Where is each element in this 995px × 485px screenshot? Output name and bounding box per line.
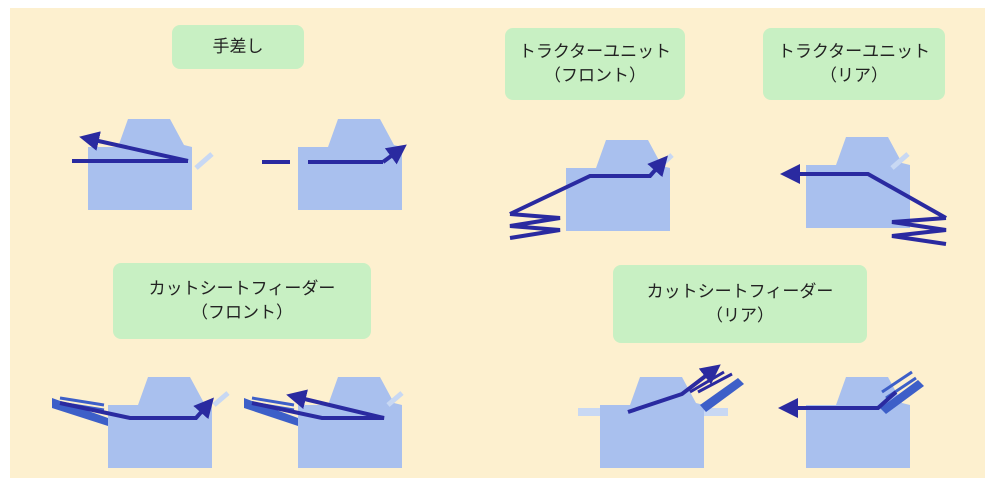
label-tractor-rear-line2: （リア）	[820, 66, 888, 86]
label-manual-feed-line1: 手差し	[212, 37, 264, 57]
printer-body-icon	[578, 377, 728, 468]
printer-tractor-rear	[780, 137, 947, 246]
label-manual-feed: 手差し	[172, 25, 304, 69]
paper-path-icon	[59, 397, 214, 420]
paper-path-icon	[627, 364, 733, 414]
label-tractor-front-line2: （フロント）	[544, 66, 646, 86]
printer-body-icon	[298, 119, 402, 210]
label-tractor-front-line1: トラクターユニット	[518, 42, 672, 62]
printer-sheet-feeder-rear-1	[578, 364, 744, 468]
printer-body-icon	[566, 140, 674, 231]
label-tractor-rear: トラクターユニット （リア）	[763, 28, 945, 100]
label-sheet-feeder-front-line2: （フロント）	[191, 303, 293, 323]
paper-path-icon	[780, 164, 947, 246]
label-sheet-feeder-front: カットシートフィーダー （フロント）	[113, 263, 371, 339]
paper-path-icon	[262, 144, 407, 165]
label-tractor-rear-line1: トラクターユニット	[777, 42, 931, 62]
paper-path-icon	[778, 390, 898, 418]
printer-manual-feed-rear	[262, 119, 407, 210]
printer-manual-feed-front	[72, 119, 214, 210]
printer-body-icon	[88, 119, 214, 210]
printer-tractor-front	[509, 140, 674, 240]
printer-sheet-feeder-front-2	[244, 377, 404, 468]
label-sheet-feeder-front-line1: カットシートフィーダー	[148, 279, 336, 299]
printer-body-icon	[806, 137, 910, 228]
printer-body-icon	[108, 377, 230, 468]
label-sheet-feeder-rear-line1: カットシートフィーダー	[646, 282, 834, 302]
paper-path-icon	[251, 389, 385, 420]
printer-body-icon	[298, 377, 404, 468]
label-sheet-feeder-rear: カットシートフィーダー （リア）	[613, 265, 867, 343]
paper-path-icon	[509, 155, 668, 240]
printer-sheet-feeder-front-1	[52, 377, 230, 468]
paper-stack-icon	[700, 378, 744, 412]
printer-sheet-feeder-rear-2	[778, 370, 924, 468]
label-tractor-front: トラクターユニット （フロント）	[505, 28, 685, 100]
paper-path-icon	[72, 131, 189, 163]
label-sheet-feeder-rear-line2: （リア）	[706, 306, 774, 326]
